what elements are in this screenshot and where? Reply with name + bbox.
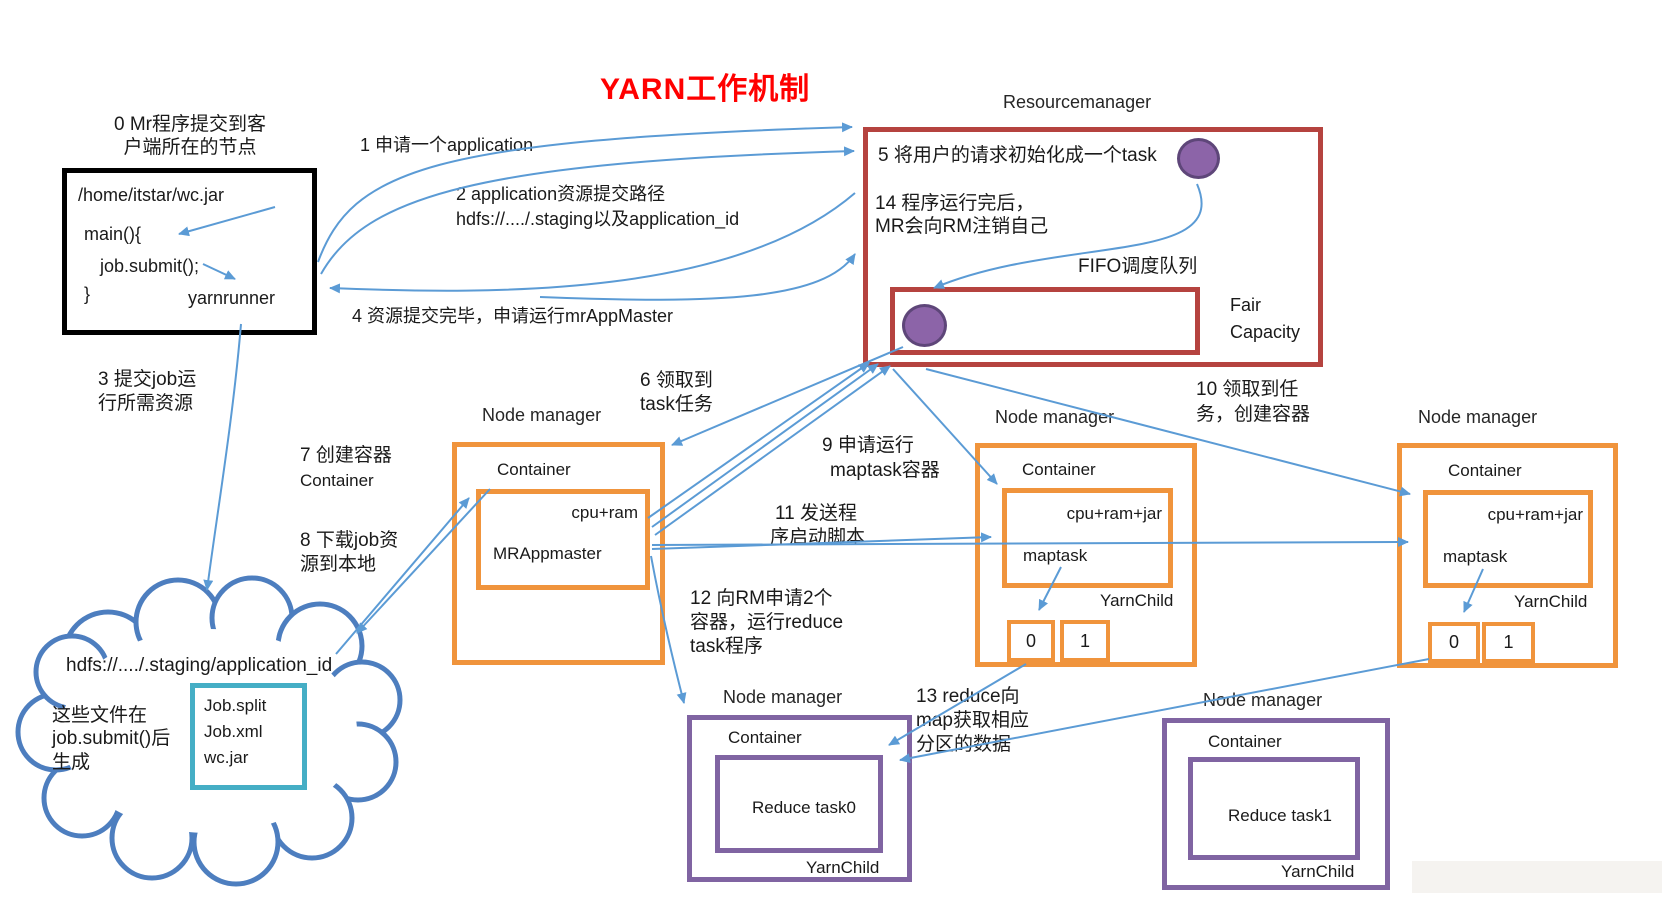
edge9-label-line2: maptask容器	[830, 460, 940, 481]
rm-step14-line2: MR会向RM注销自己	[875, 216, 1049, 237]
nm-map2-container-box	[1423, 490, 1593, 588]
nm-map2-box	[1397, 443, 1618, 668]
nm-map2-resources: cpu+ram+jar	[1487, 505, 1583, 524]
edge13-label-line2: map获取相应	[916, 710, 1029, 731]
nm-map2-partition0: 0	[1428, 622, 1480, 663]
edge9-label-line1: 9 申请运行	[822, 435, 914, 456]
nm-map1-container-label: Container	[1022, 460, 1096, 479]
edge10-label-line1: 10 领取到任	[1196, 379, 1299, 400]
rm-title: Resourcemanager	[1003, 92, 1152, 112]
edge12-label-line2: 容器，运行reduce	[690, 612, 844, 633]
page-title-text: YARN工作机制	[600, 73, 811, 106]
nm-reduce0-container-label: Container	[728, 728, 802, 747]
scheduler-fair: Fair	[1230, 295, 1261, 315]
watermark	[1412, 861, 1662, 893]
rm-step5: 5 将用户的请求初始化成一个task	[878, 145, 1157, 166]
nm-map1-partition0: 0	[1007, 620, 1055, 662]
staging-file-jobxml: Job.xml	[204, 722, 263, 741]
nm-reduce0-yarnchild: YarnChild	[806, 858, 880, 877]
cloud-hdfs-path: hdfs://..../.staging/application_id	[66, 655, 333, 676]
edge8-label-line2: 源到本地	[300, 554, 377, 575]
nm-reduce1-title: Node manager	[1203, 690, 1323, 710]
nm-reduce0-process: Reduce task0	[752, 798, 856, 817]
cloud-note-line1: 这些文件在	[52, 705, 148, 726]
edge11-label-line1: 11 发送程	[775, 503, 858, 524]
edge3-label-line2: 行所需资源	[98, 393, 194, 414]
scheduler-capacity: Capacity	[1230, 322, 1301, 342]
client-node-box	[62, 168, 317, 335]
nm-appmaster-title: Node manager	[482, 405, 602, 425]
client-code-submit: job.submit();	[100, 256, 200, 276]
nm-appmaster-resources: cpu+ram	[571, 503, 638, 522]
edge6-label-line2: task任务	[640, 394, 713, 415]
nm-reduce1-container-label: Container	[1208, 732, 1282, 751]
nm-map1-process: maptask	[1023, 546, 1088, 565]
client-yarnrunner: yarnrunner	[188, 288, 276, 308]
nm-reduce1-process: Reduce task1	[1228, 806, 1332, 825]
nm-map1-partition1: 1	[1060, 620, 1110, 662]
staging-file-jobsplit: Job.split	[204, 696, 267, 715]
edge4-label: 4 资源提交完毕，申请运行mrAppMaster	[352, 306, 674, 326]
edge7-label-line2: Container	[300, 471, 374, 490]
edge8-label-line1: 8 下载job资	[300, 530, 399, 551]
edge2-label-line2: hdfs://..../.staging以及application_id	[456, 209, 740, 229]
nm-reduce0-box	[687, 715, 912, 882]
client-caption: 0 Mr程序提交到客 户端所在的节点	[113, 114, 266, 158]
edge12-label-line3: task程序	[690, 636, 763, 657]
nm-map2-partition1: 1	[1482, 622, 1535, 663]
client-jar-path: /home/itstar/wc.jar	[78, 185, 225, 205]
nm-reduce0-container-box	[715, 755, 883, 853]
nm-map2-title: Node manager	[1418, 407, 1538, 427]
edge11-label-line2: 序启动脚本	[770, 527, 866, 548]
rm-box	[863, 127, 1323, 367]
nm-reduce0-title: Node manager	[723, 687, 843, 707]
nm-map2-process: maptask	[1443, 547, 1508, 566]
nm-map1-resources: cpu+ram+jar	[1066, 504, 1162, 523]
rm-step14-line1: 14 程序运行完后，	[875, 193, 1035, 214]
edge3-label-line1: 3 提交job运	[98, 369, 197, 390]
staging-file-wcjar: wc.jar	[204, 748, 249, 767]
nm-map1-yarnchild: YarnChild	[1100, 591, 1174, 610]
nm-map1-title: Node manager	[995, 407, 1115, 427]
fifo-queue-label: FIFO调度队列	[1078, 256, 1198, 277]
nm-reduce1-yarnchild: YarnChild	[1281, 862, 1355, 881]
edge2-label-line1: 2 application资源提交路径	[456, 184, 666, 204]
page-title: YARN工作机制	[600, 75, 880, 105]
edge7-label-line1: 7 创建容器	[300, 445, 392, 466]
client-code-main: main(){	[84, 224, 142, 244]
edge12-label-line1: 12 向RM申请2个	[690, 588, 833, 609]
edge1-label: 1 申请一个application	[360, 135, 534, 155]
cloud-note-line2: job.submit()后	[52, 728, 171, 749]
nm-map2-yarnchild: YarnChild	[1514, 592, 1588, 611]
cloud-note-line3: 生成	[52, 752, 91, 773]
task-circle	[1177, 138, 1220, 179]
edge10-label-line2: 务，创建容器	[1196, 404, 1311, 425]
fifo-queue-box	[890, 287, 1200, 355]
nm-appmaster-container-label: Container	[497, 460, 571, 479]
edge6-label-line1: 6 领取到	[640, 370, 713, 391]
edge13-label-line1: 13 reduce向	[916, 686, 1020, 707]
nm-appmaster-process: MRAppmaster	[493, 544, 602, 563]
client-code-brace: }	[84, 284, 91, 304]
edge13-label-line3: 分区的数据	[916, 734, 1012, 755]
queue-task-circle	[902, 304, 947, 347]
nm-map2-container-label: Container	[1448, 461, 1522, 480]
